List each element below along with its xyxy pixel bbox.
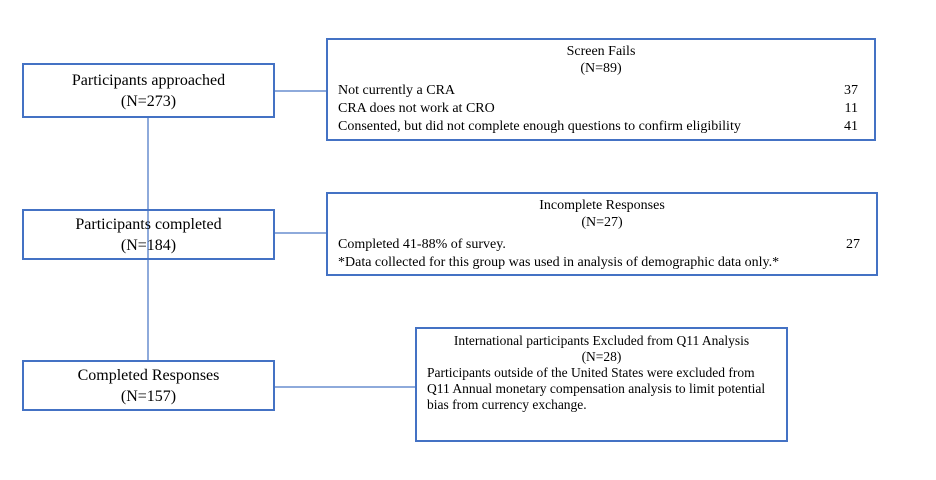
box-participants-completed: Participants completed (N=184) <box>22 209 275 260</box>
box-screen-fails-title: Screen Fails <box>566 44 636 59</box>
box-international-excluded-title: International participants Excluded from… <box>453 333 750 348</box>
box-international-excluded: International participants Excluded from… <box>415 327 788 442</box>
box-participants-approached: Participants approached (N=273) <box>22 63 275 118</box>
screen-fails-row-label: CRA does not work at CRO <box>338 101 495 116</box>
box-international-excluded-body: Participants outside of the United State… <box>427 365 766 412</box>
box-international-excluded-n: (N=28) <box>581 349 622 364</box>
connector-completed-to-incomplete-line <box>275 232 326 234</box>
screen-fails-row-label: Consented, but did not complete enough q… <box>338 119 741 134</box>
box-screen-fails-n: (N=89) <box>580 61 622 76</box>
screen-fails-row-value: 11 <box>844 101 858 116</box>
screen-fails-row-label: Not currently a CRA <box>338 83 456 98</box>
screen-fails-row-value: 37 <box>844 83 858 98</box>
box-participants-completed-title: Participants completed <box>75 215 222 233</box>
box-incomplete-responses: Incomplete Responses (N=27) Completed 41… <box>326 192 878 276</box>
box-completed-responses-title: Completed Responses <box>77 366 220 384</box>
screen-fails-row: Consented, but did not complete enough q… <box>328 118 874 136</box>
screen-fails-row: Not currently a CRA 37 <box>328 82 874 100</box>
box-incomplete-responses-n: (N=27) <box>581 215 623 230</box>
incomplete-responses-row-label: Completed 41-88% of survey. <box>338 237 506 252</box>
box-incomplete-responses-title: Incomplete Responses <box>539 198 665 213</box>
box-participants-approached-title: Participants approached <box>71 71 226 89</box>
box-participants-completed-n: (N=184) <box>120 236 177 254</box>
connector-vertical-line <box>147 118 149 360</box>
connector-approached-to-screenfails-line <box>275 90 326 92</box>
screen-fails-row: CRA does not work at CRO 11 <box>328 100 874 118</box>
incomplete-responses-note: *Data collected for this group was used … <box>338 255 780 270</box>
connector-responses-to-international-line <box>275 386 415 388</box>
incomplete-responses-row-value: 27 <box>846 237 860 252</box>
box-completed-responses-n: (N=157) <box>120 387 177 405</box>
incomplete-responses-row: Completed 41-88% of survey. 27 <box>328 236 876 254</box>
screen-fails-row-value: 41 <box>844 119 858 134</box>
box-screen-fails: Screen Fails (N=89) Not currently a CRA … <box>326 38 876 141</box>
box-participants-approached-n: (N=273) <box>120 92 177 110</box>
box-completed-responses: Completed Responses (N=157) <box>22 360 275 411</box>
